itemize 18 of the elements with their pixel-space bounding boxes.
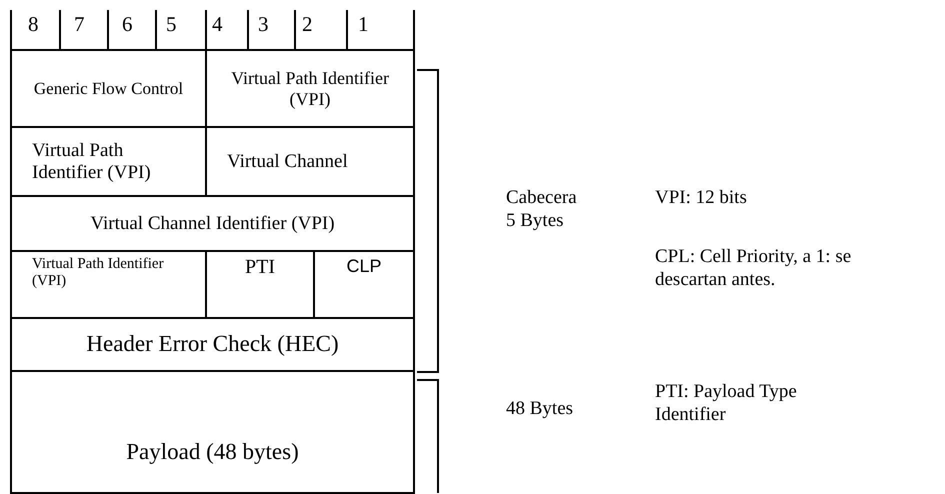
header-field: Virtual Path Identifier (VPI) bbox=[205, 49, 415, 128]
size-label: Cabecera 5 Bytes bbox=[506, 187, 578, 233]
bit-number: 1 bbox=[358, 12, 368, 38]
bit-number: 3 bbox=[258, 12, 268, 38]
size-label: 48 Bytes bbox=[506, 398, 574, 421]
note: CPL: Cell Priority, a 1: se descartan antes. bbox=[655, 246, 852, 292]
header-field: Generic Flow Control bbox=[10, 49, 207, 128]
bit-number: 6 bbox=[122, 12, 132, 38]
bit-number: 7 bbox=[74, 12, 84, 38]
bit-number: 5 bbox=[166, 12, 176, 38]
header-field: Header Error Check (HEC) bbox=[10, 317, 415, 372]
note: PTI: Payload Type Identifier bbox=[655, 381, 798, 427]
note: VPI: 12 bits bbox=[655, 187, 748, 210]
header-field: Payload (48 bytes) bbox=[10, 370, 415, 494]
bit-number: 2 bbox=[302, 12, 312, 38]
header-field: Virtual Channel Identifier (VPI) bbox=[10, 195, 415, 252]
bit-number: 4 bbox=[212, 12, 222, 38]
bit-number: 8 bbox=[28, 12, 38, 38]
